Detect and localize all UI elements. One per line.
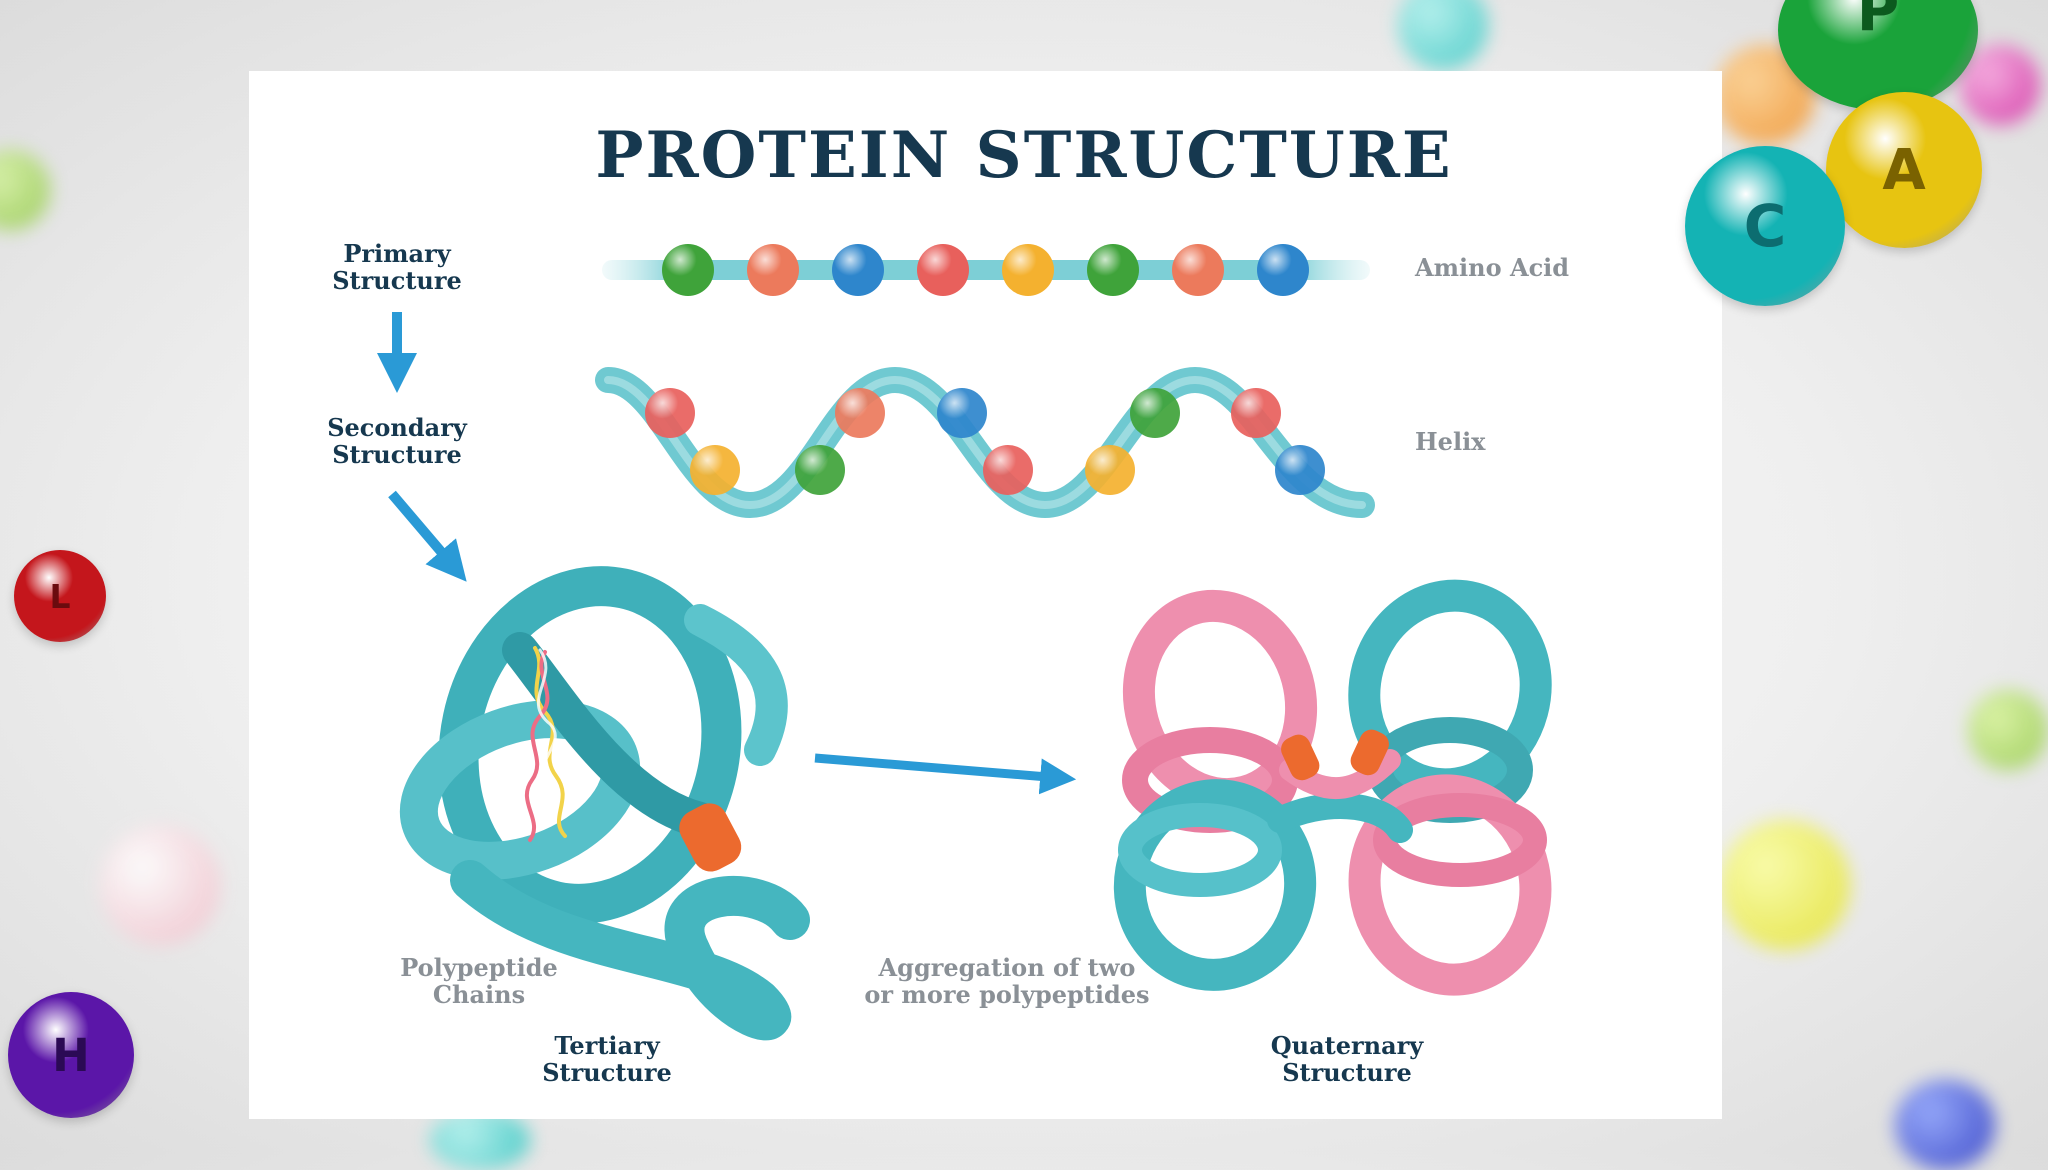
element-ball-letter: P — [1856, 0, 1900, 44]
quaternary-label-line-1: Quaternary — [1270, 1031, 1424, 1060]
primary-chain-bar — [602, 260, 1370, 280]
helix-bead-highlight — [1130, 388, 1180, 438]
tertiary-orange-marker — [679, 803, 742, 872]
quaternary-label-line-2: Structure — [1282, 1058, 1412, 1087]
helix-bead-highlight — [1085, 445, 1135, 495]
tertiary-structure-ribbon — [399, 566, 810, 1041]
helix-bead-highlight — [1231, 388, 1281, 438]
blurred-lime-ball — [1968, 690, 2048, 770]
element-ball-letter: C — [1743, 192, 1787, 260]
quaternary-structure-label: Quaternary Structure — [1237, 1032, 1457, 1086]
element-ball-letter: L — [49, 576, 71, 616]
secondary-label-line-2: Structure — [332, 440, 462, 469]
tertiary-label-line-2: Structure — [542, 1058, 672, 1087]
helix-bead-highlight — [645, 388, 695, 438]
aggregation-label: Aggregation of two or more polypeptides — [837, 954, 1177, 1008]
tertiary-label-line-1: Tertiary — [554, 1031, 660, 1060]
secondary-label-line-1: Secondary — [327, 413, 467, 442]
aggregation-label-line-2: or more polypeptides — [864, 980, 1150, 1009]
primary-label-line-2: Structure — [332, 266, 462, 295]
blurred-pink-ball — [100, 825, 220, 945]
element-ball-h-icon: H — [8, 992, 134, 1118]
helix-bead-highlight — [690, 445, 740, 495]
helix-ribbon — [595, 366, 1375, 519]
amino-acid-bead-highlight — [747, 244, 799, 296]
primary-label-line-1: Primary — [343, 239, 451, 268]
helix-label: Helix — [1415, 427, 1486, 456]
helix-beads — [645, 388, 1325, 495]
helix-bead-highlight — [983, 445, 1033, 495]
helix-bead-highlight — [1275, 445, 1325, 495]
arrow-secondary-to-tertiary — [388, 490, 467, 582]
helix-bead-highlight — [937, 388, 987, 438]
polypeptide-label-line-2: Chains — [432, 980, 526, 1009]
blurred-teal-ball — [1398, 0, 1488, 70]
page-title: PROTEIN STRUCTURE — [595, 118, 1453, 193]
amino-acid-bead-highlight — [1087, 244, 1139, 296]
amino-acid-beads — [662, 244, 1309, 296]
arrow-tertiary-to-quaternary — [814, 753, 1077, 795]
quaternary-orange-marker-left — [1281, 734, 1320, 781]
amino-acid-bead-highlight — [1172, 244, 1224, 296]
element-ball-c-icon: C — [1685, 146, 1845, 306]
amino-acid-label: Amino Acid — [1415, 253, 1570, 282]
blurred-magenta-ball — [1960, 45, 2040, 125]
tertiary-structure-label: Tertiary Structure — [517, 1032, 697, 1086]
element-ball-letter: H — [52, 1028, 90, 1082]
quaternary-structure-ribbons — [1113, 579, 1552, 996]
aggregation-label-line-1: Aggregation of two — [878, 953, 1136, 982]
polypeptide-label-line-1: Polypeptide — [400, 953, 558, 982]
secondary-structure-label: Secondary Structure — [307, 414, 487, 468]
helix-bead-highlight — [795, 445, 845, 495]
primary-structure-label: Primary Structure — [317, 240, 477, 294]
element-ball-letter: A — [1882, 137, 1926, 203]
amino-acid-bead-highlight — [917, 244, 969, 296]
quaternary-orange-marker-right — [1350, 729, 1389, 776]
amino-acid-bead-highlight — [1002, 244, 1054, 296]
amino-acid-bead-highlight — [662, 244, 714, 296]
element-ball-l-icon: L — [14, 550, 106, 642]
amino-acid-bead-highlight — [1257, 244, 1309, 296]
element-ball-a-icon: A — [1826, 92, 1982, 248]
helix-bead-highlight — [835, 388, 885, 438]
polypeptide-chains-label: Polypeptide Chains — [369, 954, 589, 1008]
amino-acid-bead-highlight — [832, 244, 884, 296]
blurred-yellow-ball — [1720, 820, 1850, 950]
